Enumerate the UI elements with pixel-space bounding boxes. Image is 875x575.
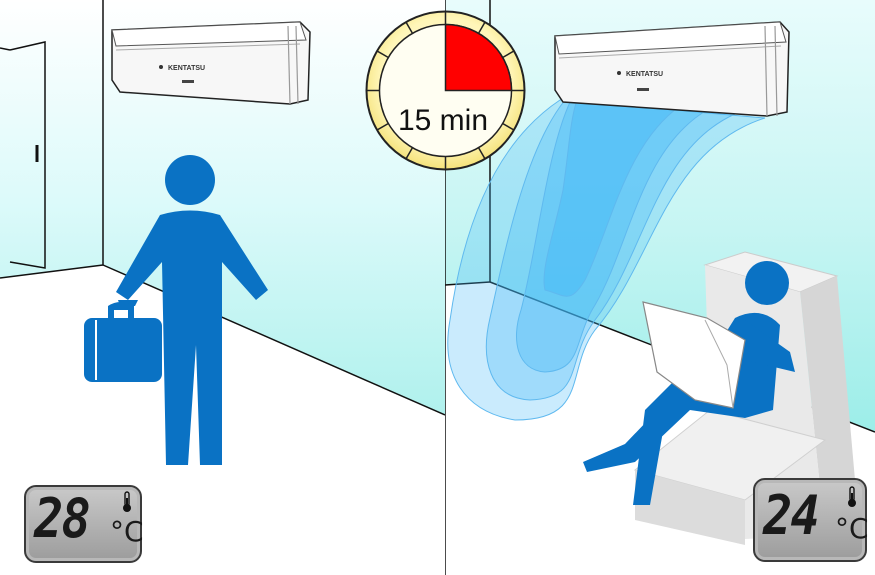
temperature-display-right: 24 °C: [753, 478, 867, 562]
temperature-value-right: 24: [763, 484, 818, 547]
timer-clock: [363, 8, 528, 173]
temperature-unit-left: °C: [110, 515, 144, 548]
person-head: [745, 261, 789, 305]
timer-label: 15 min: [373, 104, 513, 138]
thermometer-icon: [122, 491, 132, 513]
temperature-display-left: 28 °C: [24, 485, 142, 563]
air-conditioner-left: KENTATSU: [112, 22, 310, 104]
person-head: [165, 155, 215, 205]
temperature-value-left: 28: [34, 487, 89, 550]
ac-brand-right: KENTATSU: [626, 71, 663, 78]
temperature-unit-right: °C: [835, 512, 869, 545]
ac-brand-left: KENTATSU: [168, 65, 205, 72]
air-conditioner-right: KENTATSU: [555, 22, 789, 116]
thermometer-icon: [847, 486, 857, 508]
